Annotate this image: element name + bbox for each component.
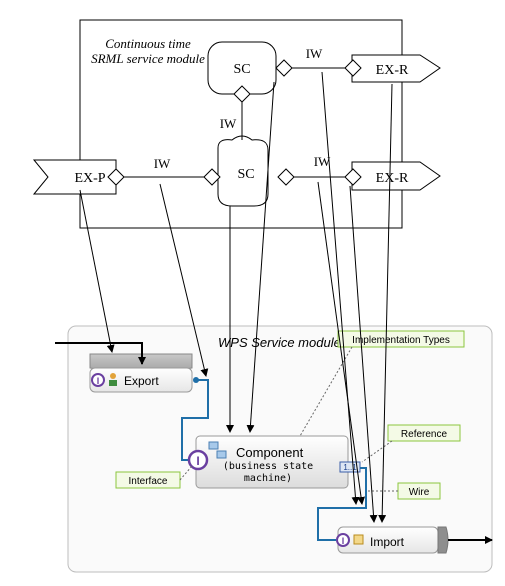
callout-reference: Reference — [387, 424, 461, 442]
ex-r-bottom-label: EX-R — [376, 171, 409, 186]
export-interface-icon — [91, 373, 105, 387]
ex-r-bottom-node — [351, 161, 441, 191]
connector-diamonds — [107, 59, 362, 186]
export-person-icon — [109, 373, 117, 386]
export-incoming-arrow — [55, 342, 146, 365]
mapping-arrows — [79, 71, 393, 523]
map-exr-top-to-import — [378, 83, 393, 523]
callout-interface-leader — [179, 465, 193, 481]
srml-module-frame — [79, 19, 403, 229]
map-iw-left-to-wire — [159, 183, 209, 377]
iw-left-label: IW — [154, 156, 171, 171]
sc-mid-label: SC — [237, 167, 254, 182]
import-tab — [437, 526, 449, 554]
wps-title: WPS Service module — [218, 335, 341, 350]
map-exr-bottom-to-import — [349, 185, 378, 523]
import-interface-marker: I — [342, 536, 345, 546]
callout-wire: Wire — [397, 482, 441, 500]
export-interface-marker: I — [97, 376, 100, 386]
multiplicity-label: 1..1 — [343, 463, 357, 472]
import-interface-icon — [336, 533, 350, 547]
map-sc-top-to-component — [246, 81, 275, 433]
import-label: Import — [370, 535, 405, 549]
iw-vertical-label: IW — [220, 116, 237, 131]
component-interface-marker: I — [196, 454, 199, 468]
callout-interface-label: Interface — [129, 476, 168, 487]
iw-top-right-label: IW — [306, 46, 323, 61]
map-iw-right-to-wire — [317, 181, 366, 505]
srml-title-line2: SRML service module — [91, 51, 205, 66]
sc-top-label: SC — [233, 62, 250, 77]
iw-right-label: IW — [314, 154, 331, 169]
component-interface-icon — [187, 449, 209, 471]
component-sub1: (business state — [223, 461, 313, 472]
callout-wire-label: Wire — [409, 487, 430, 498]
export-label: Export — [124, 374, 159, 388]
map-iw-top-to-wire — [321, 71, 360, 505]
sc-mid-node — [217, 135, 269, 207]
srml-title-line1: Continuous time — [105, 36, 191, 51]
export-reference-dot — [193, 377, 199, 383]
callout-interface: Interface — [115, 471, 181, 489]
map-exp-to-export — [79, 189, 115, 353]
callout-implementation-types-leader — [299, 346, 353, 437]
ex-r-top-label: EX-R — [376, 63, 409, 78]
callout-implementation-types-label: Implementation Types — [352, 335, 450, 346]
component-label: Component — [236, 445, 304, 460]
ex-p-node — [32, 159, 117, 195]
ex-p-label: EX-P — [74, 171, 105, 186]
callout-implementation-types: Implementation Types — [337, 330, 465, 348]
ex-r-top-node — [351, 54, 441, 83]
component-icon — [208, 441, 227, 459]
callout-reference-label: Reference — [401, 429, 448, 440]
wire-export-to-component — [181, 379, 209, 461]
import-arrow-icon — [353, 534, 364, 545]
component-sub2: machine) — [244, 473, 292, 484]
wire-component-to-import — [317, 467, 367, 541]
